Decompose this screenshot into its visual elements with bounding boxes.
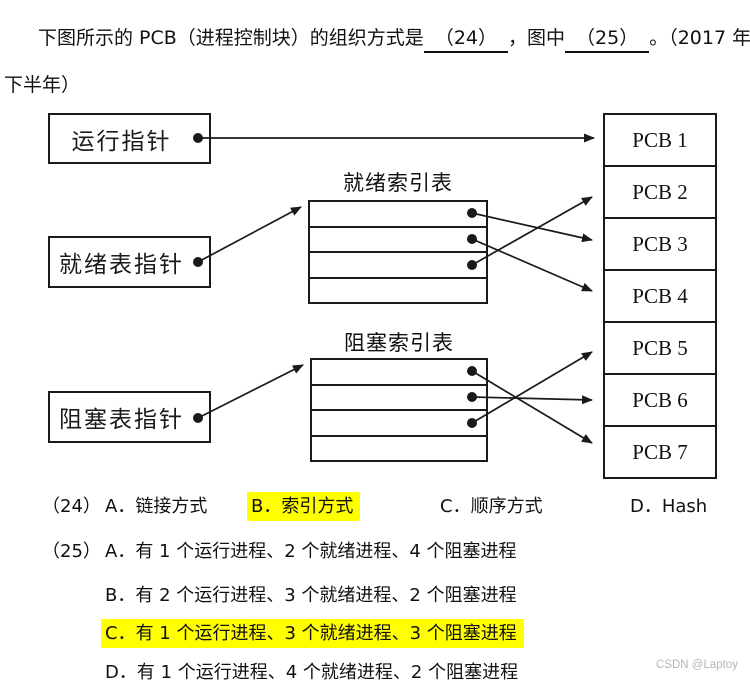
arrow-blockedptr-to-blocked-table	[197, 364, 304, 419]
ready-pointer-label: 就绪表指针	[59, 252, 184, 277]
blocked-pointer-box: 阻塞表指针	[48, 391, 211, 443]
question-prefix: 下图所示的 PCB（进程控制块）的组织方式是	[38, 27, 424, 49]
pcb-cell-7: PCB 7	[605, 425, 715, 477]
question-text-line2: 下半年）	[4, 74, 81, 96]
ready-index-table-title: 就绪索引表	[343, 171, 453, 195]
ready-index-row-3	[310, 251, 486, 277]
blank-24: （24）	[423, 26, 508, 53]
pcb-cell-4: PCB 4	[605, 269, 715, 321]
blocked-index-table	[310, 358, 488, 462]
ready-index-row-4	[310, 276, 486, 303]
q24-option-b-highlighted: B．索引方式	[247, 492, 361, 521]
q24-option-c: C．顺序方式	[440, 496, 543, 517]
running-pointer-box: 运行指针	[48, 113, 211, 164]
ready-index-row-1	[310, 202, 486, 226]
q25-option-d: D．有 1 个运行进程、4 个就绪进程、2 个阻塞进程	[105, 662, 519, 683]
pcb-column: PCB 1 PCB 2 PCB 3 PCB 4 PCB 5 PCB 6 PCB …	[603, 113, 717, 479]
blocked-index-row-1	[312, 360, 486, 384]
question-text-line1: 下图所示的 PCB（进程控制块）的组织方式是（24），图中（25）。（2017 …	[38, 26, 750, 53]
ready-index-table	[308, 200, 488, 304]
pcb-cell-2: PCB 2	[605, 165, 715, 217]
arrow-readyptr-to-ready-table	[197, 206, 302, 263]
arrow-blocked-row2-to-pcb6	[471, 395, 593, 405]
q25-option-a: A．有 1 个运行进程、2 个就绪进程、4 个阻塞进程	[105, 541, 517, 562]
arrow-ready-row1-to-pcb3	[471, 212, 593, 243]
csdn-watermark: CSDN @Laptoy	[656, 659, 738, 671]
question-suffix: 。（2017 年	[649, 27, 750, 49]
q24-option-a: A．链接方式	[105, 496, 208, 517]
running-pointer-label: 运行指针	[71, 128, 172, 154]
blocked-index-row-4	[312, 434, 486, 461]
pcb-cell-6: PCB 6	[605, 373, 715, 425]
q25-option-c-highlighted: C．有 1 个运行进程、3 个就绪进程、3 个阻塞进程	[101, 619, 524, 648]
question-mid: ，图中	[508, 27, 566, 49]
q25-option-b: B．有 2 个运行进程、3 个就绪进程、2 个阻塞进程	[105, 585, 517, 606]
blocked-index-row-3	[312, 409, 486, 435]
blocked-index-row-2	[312, 383, 486, 410]
q24-option-d: D．Hash	[630, 496, 708, 517]
q24-number: （24）	[42, 496, 101, 517]
arrow-blocked-row1-to-pcb7	[471, 370, 593, 444]
pcb-cell-3: PCB 3	[605, 217, 715, 269]
arrow-blocked-row3-to-pcb5	[471, 351, 593, 424]
blocked-index-table-title: 阻塞索引表	[344, 331, 454, 355]
arrow-ready-row3-to-pcb2	[471, 196, 593, 266]
ready-index-row-2	[310, 225, 486, 252]
pcb-cell-5: PCB 5	[605, 321, 715, 373]
blank-25: （25）	[565, 26, 650, 53]
blocked-pointer-label: 阻塞表指针	[59, 407, 184, 432]
pcb-cell-1: PCB 1	[632, 127, 688, 152]
ready-pointer-box: 就绪表指针	[48, 236, 211, 288]
q25-number: （25）	[42, 541, 101, 562]
arrow-ready-row2-to-pcb4	[471, 238, 593, 292]
